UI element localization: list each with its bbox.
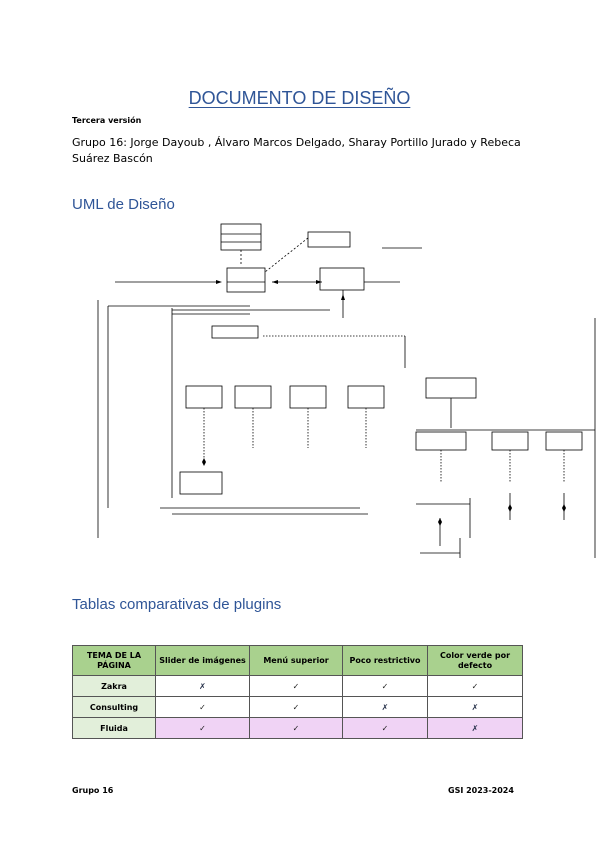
uml-class xyxy=(425,377,477,399)
document-title: DOCUMENTO DE DISEÑO xyxy=(188,88,411,108)
table-row: Fluida ✓ ✓ ✓ ✗ xyxy=(72,717,523,739)
cell-mark: ✓ xyxy=(155,717,250,739)
uml-class xyxy=(415,431,467,451)
plugin-name: Consulting xyxy=(72,696,156,718)
uml-diagram xyxy=(97,223,596,558)
uml-class xyxy=(319,267,365,291)
footer-course: GSI 2023-2024 xyxy=(448,786,514,795)
header-top-menu: Menú superior xyxy=(249,645,343,676)
cell-mark: ✓ xyxy=(427,675,523,697)
plugin-name: Fluida xyxy=(72,717,156,739)
cell-mark: ✗ xyxy=(427,696,523,718)
cell-mark: ✓ xyxy=(249,717,343,739)
uml-class xyxy=(179,471,223,495)
cell-mark: ✗ xyxy=(155,675,250,697)
header-theme: TEMA DE LA PÁGINA xyxy=(72,645,156,676)
cell-mark: ✓ xyxy=(249,696,343,718)
cell-mark: ✓ xyxy=(155,696,250,718)
plugin-comparison-table: TEMA DE LA PÁGINA Slider de imágenes Men… xyxy=(72,645,523,739)
header-restrictive: Poco restrictivo xyxy=(342,645,428,676)
uml-heading: UML de Diseño xyxy=(72,196,175,213)
uml-class xyxy=(491,431,529,451)
footer-group: Grupo 16 xyxy=(72,786,114,795)
uml-class xyxy=(347,385,385,409)
cell-mark: ✓ xyxy=(342,675,428,697)
uml-class xyxy=(289,385,327,409)
cell-mark: ✓ xyxy=(249,675,343,697)
cell-mark: ✗ xyxy=(342,696,428,718)
table-row: Consulting ✓ ✓ ✗ ✗ xyxy=(72,696,523,718)
uml-class xyxy=(211,325,259,339)
table-header-row: TEMA DE LA PÁGINA Slider de imágenes Men… xyxy=(72,645,523,676)
uml-class xyxy=(226,267,266,293)
uml-class xyxy=(234,385,272,409)
plugin-name: Zakra xyxy=(72,675,156,697)
version-label: Tercera versión xyxy=(72,116,142,125)
plugins-heading: Tablas comparativas de plugins xyxy=(72,596,282,613)
header-green-color: Color verde por defecto xyxy=(427,645,523,676)
uml-class xyxy=(185,385,223,409)
uml-class xyxy=(545,431,583,451)
uml-note xyxy=(307,231,351,248)
group-members: Grupo 16: Jorge Dayoub , Álvaro Marcos D… xyxy=(72,136,521,165)
header-slider: Slider de imágenes xyxy=(155,645,250,676)
cell-mark: ✓ xyxy=(342,717,428,739)
table-row: Zakra ✗ ✓ ✓ ✓ xyxy=(72,675,523,697)
cell-mark: ✗ xyxy=(427,717,523,739)
uml-class xyxy=(220,223,262,251)
